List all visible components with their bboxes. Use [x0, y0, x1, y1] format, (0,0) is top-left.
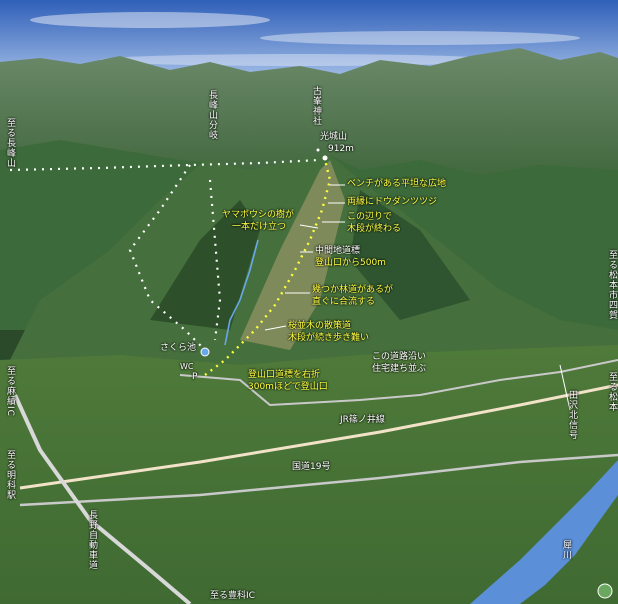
- label-sakura-pond: さくら池: [160, 343, 197, 353]
- label-dodan: 両縁にドウダンツツジ: [347, 197, 438, 207]
- leader-line: [559, 364, 571, 411]
- shadow-slope: [350, 190, 470, 320]
- label-trailhead-1: 登山口道標を右折: [248, 370, 321, 380]
- label-jr-line: JR篠ノ井線: [340, 415, 385, 425]
- label-peak-elevation: 912m: [328, 144, 354, 154]
- jr-line: [19, 383, 618, 490]
- label-river: 犀川: [561, 540, 571, 560]
- cloud: [260, 31, 580, 45]
- shadow-slope: [150, 200, 260, 330]
- label-wc: WC: [180, 362, 194, 371]
- label-stairs-end-1: この辺りで: [347, 212, 393, 222]
- local-road: [179, 359, 618, 407]
- pond-marker: [200, 347, 210, 357]
- valley-floor: [0, 345, 618, 604]
- label-sakura-path-2: 木段が続き歩き難い: [288, 333, 370, 343]
- shrine-marker: [316, 148, 320, 152]
- label-parking: P: [192, 372, 198, 382]
- sai-river: [470, 460, 618, 604]
- label-trailhead-2: 300mほどで登山口: [248, 382, 328, 392]
- label-sakura-path-1: 桜並木の散策道: [288, 321, 352, 331]
- label-route-19: 国道19号: [292, 462, 331, 472]
- logo-icon: [597, 583, 613, 599]
- label-yamaboushi-2: 一本だけ立つ: [232, 222, 287, 232]
- label-mid-sign-2: 登山口から500m: [315, 258, 386, 268]
- label-stairs-end-2: 木段が終わる: [347, 224, 402, 234]
- sunlit-slope: [240, 160, 345, 350]
- label-to-matsumoto: 至る松本: [607, 372, 617, 412]
- label-forest-road-1: 幾つか林道があるが: [312, 285, 394, 295]
- cloud: [30, 12, 270, 28]
- label-nagamine-fork: 長峰山分岐: [207, 90, 217, 140]
- leader-line: [264, 325, 287, 331]
- label-to-nagamineyama: 至る長峰山: [5, 118, 15, 168]
- expressway: [13, 394, 192, 604]
- label-tazawa-signal: 田沢北信号: [567, 390, 577, 440]
- stream: [224, 239, 259, 346]
- route-19: [19, 453, 618, 507]
- peak-marker: [322, 155, 328, 161]
- label-expressway: 長野自動車道: [87, 510, 97, 570]
- leader-line: [299, 224, 319, 229]
- label-bench: ベンチがある平坦な広地: [347, 179, 447, 189]
- label-to-toyoshina-ic: 至る豊科IC: [210, 591, 255, 601]
- label-mid-sign-1: 中間地道標: [315, 246, 361, 256]
- label-shrine: 古峯神社: [311, 86, 321, 126]
- label-peak-name: 光城山: [320, 132, 348, 142]
- label-houses-1: この道路沿い: [372, 352, 427, 362]
- label-to-asaki-ic: 至る麻績IC: [5, 366, 15, 417]
- label-houses-2: 住宅建ち並ぶ: [372, 364, 427, 374]
- ridge-route: [128, 164, 206, 351]
- label-forest-road-2: 直ぐに合流する: [312, 297, 376, 307]
- label-yamaboushi-1: ヤマボウシの樹が: [222, 210, 295, 220]
- label-to-akashina-station: 至る明科駅: [5, 450, 15, 500]
- label-to-matsumoto-yotsuga: 至る松本市四賀: [607, 250, 617, 320]
